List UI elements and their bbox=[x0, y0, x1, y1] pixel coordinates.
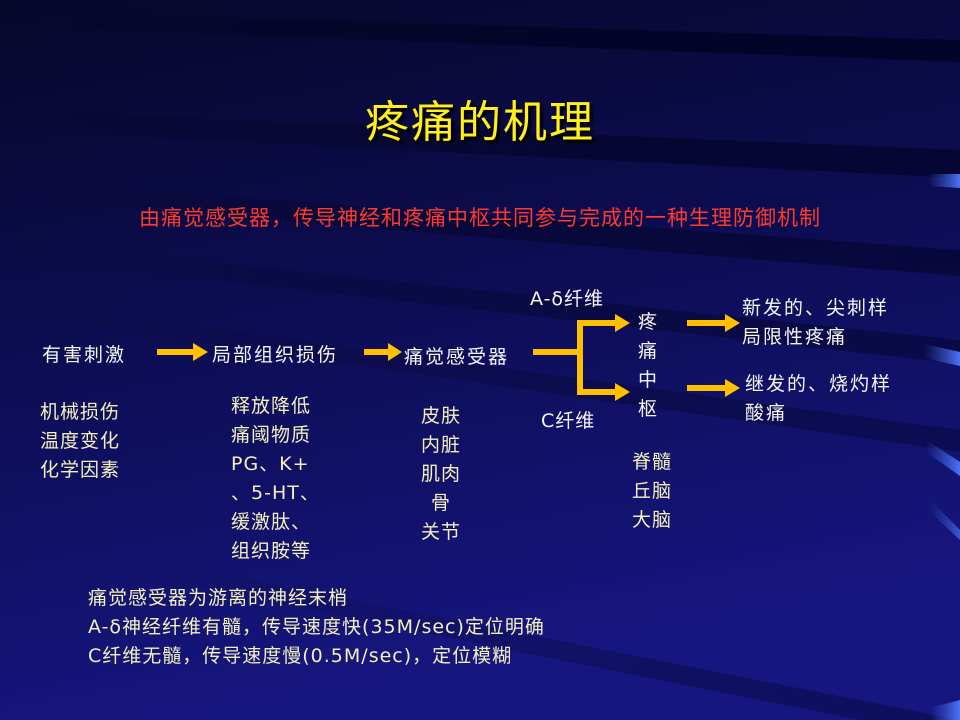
node-slow-pain: 继发的、烧灼样 酸痛 bbox=[745, 373, 893, 424]
node-stimulus: 有害刺激 bbox=[42, 344, 127, 366]
note-line: C纤维无髓，传导速度慢(0.5M/sec)，定位模糊 bbox=[88, 645, 513, 667]
arrow-center-to-slow-pain bbox=[687, 379, 740, 397]
slide-title: 疼痛的机理 bbox=[365, 97, 595, 148]
arrow-damage-to-receptor bbox=[364, 343, 402, 361]
node-receptor: 痛觉感受器 bbox=[404, 346, 510, 368]
arrow-receptor-to-fibers bbox=[533, 314, 630, 401]
slide-subtitle: 由痛觉感受器，传导神经和疼痛中枢共同参与完成的一种生理防御机制 bbox=[139, 206, 821, 230]
arrow-center-to-fast-pain bbox=[687, 314, 740, 332]
background-stripes bbox=[0, 10, 960, 720]
node-fast-pain: 新发的、尖刺样 局限性疼痛 bbox=[742, 297, 890, 348]
list-receptor-sites: 皮肤 内脏 肌肉 骨 关节 bbox=[421, 405, 462, 543]
arrow-stimulus-to-damage bbox=[157, 343, 208, 361]
note-line: A-δ神经纤维有髓，传导速度快(35M/sec)定位明确 bbox=[88, 616, 545, 638]
list-mediators: 释放降低 痛阈物质 PG、K+ 、5-HT、 缓激肽、 组织胺等 bbox=[231, 395, 320, 562]
label-a-delta-fiber: A-δ纤维 bbox=[530, 288, 605, 310]
list-center-sites: 脊髓 丘脑 大脑 bbox=[632, 451, 673, 531]
accent-bars bbox=[924, 174, 960, 720]
node-pain-center: 疼 痛 中 枢 bbox=[638, 311, 660, 420]
label-c-fiber: C纤维 bbox=[541, 410, 596, 432]
note-line: 痛觉感受器为游离的神经末梢 bbox=[88, 587, 349, 609]
node-local-damage: 局部组织损伤 bbox=[212, 344, 339, 366]
list-stimulus-types: 机械损伤 温度变化 化学因素 bbox=[40, 401, 121, 481]
